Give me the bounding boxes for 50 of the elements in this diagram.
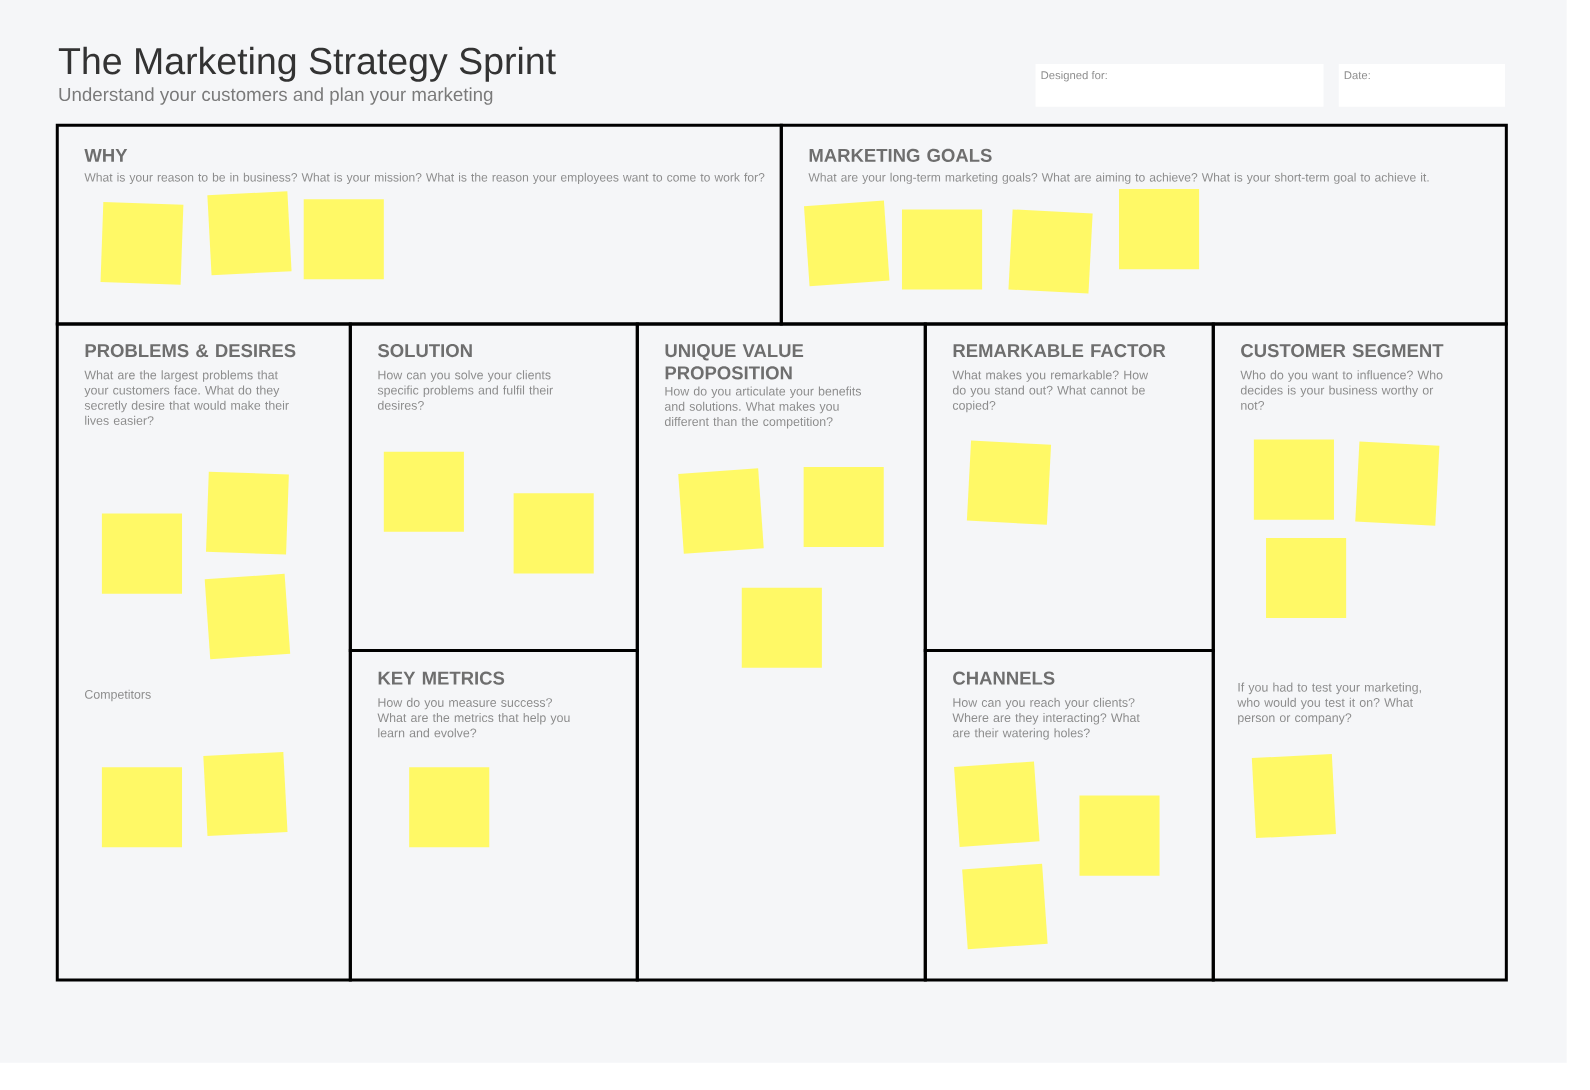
question-text: How do you articulate your benefits and solutions. What makes you different than the competition? bbox=[664, 386, 862, 429]
sticky-note bbox=[1253, 439, 1334, 520]
sticky-note bbox=[804, 200, 890, 287]
sticky-note bbox=[678, 468, 764, 554]
sticky-note bbox=[204, 573, 291, 660]
sticky-note bbox=[741, 587, 822, 668]
question-text: How do you measure success? What are the metrics that help you learn and evolve? bbox=[377, 697, 570, 738]
question-text: Who do you want to influence? Who decides is your business worthy or not? bbox=[1240, 370, 1443, 410]
sticky-note bbox=[383, 451, 464, 532]
sticky-note bbox=[101, 767, 182, 848]
sticky-note bbox=[206, 471, 289, 555]
section-heading: PROBLEMS & DESIRES bbox=[85, 344, 296, 358]
question-text: How can you reach your clients? Where are they interacting? What are their watering holes? bbox=[952, 697, 1140, 740]
sticky-note bbox=[101, 513, 182, 594]
sticky-note bbox=[803, 466, 884, 548]
sticky-note bbox=[100, 201, 184, 285]
question-text: If you had to test your marketing, who would you test it on? What person or company? bbox=[1237, 682, 1421, 725]
sticky-note bbox=[1008, 209, 1093, 294]
sticky-note bbox=[902, 209, 983, 290]
sticky-note bbox=[1355, 441, 1440, 526]
question-text: What are the largest problems that your customers face. What do they secretly desire that would make their lives easier? bbox=[84, 370, 289, 425]
sticky-note bbox=[513, 493, 594, 574]
sticky-note bbox=[207, 191, 292, 276]
sticky-note bbox=[1079, 795, 1160, 876]
subtitle: Understand your customers and plan your marketing bbox=[59, 87, 493, 105]
section-heading: WHY bbox=[84, 149, 128, 162]
question-text: What makes you remarkable? How do you stand out? What cannot be copied? bbox=[952, 370, 1149, 413]
column-label: Competitors bbox=[85, 689, 151, 702]
input-field: Designed for: bbox=[1035, 64, 1324, 107]
section-heading: REMARKABLE FACTOR bbox=[953, 344, 1166, 358]
section-heading: SOLUTION bbox=[377, 344, 472, 358]
section-heading: CHANNELS bbox=[953, 671, 1055, 685]
question-text: What is your reason to be in business? What is your mission? What is the reason your employees want to come to work for? bbox=[84, 172, 765, 184]
sticky-note bbox=[962, 863, 1048, 950]
section-heading: MARKETING GOALS bbox=[809, 148, 992, 162]
question-text: How can you solve your clients specific problems and fulfil their desires? bbox=[377, 370, 553, 410]
sticky-note bbox=[409, 767, 490, 848]
title: The Marketing Strategy Sprint bbox=[58, 46, 556, 82]
sticky-note bbox=[954, 761, 1040, 847]
sticky-note bbox=[303, 199, 384, 280]
section-heading: UNIQUE VALUE PROPOSITION bbox=[665, 344, 804, 380]
sticky-note bbox=[1119, 189, 1200, 270]
sticky-note bbox=[966, 440, 1052, 525]
question-text: What are your long-term marketing goals? What are aiming to achieve? What is your short-term goal to achieve it. bbox=[808, 172, 1429, 184]
section-heading: KEY METRICS bbox=[378, 671, 505, 685]
sticky-note bbox=[203, 751, 288, 837]
sticky-note bbox=[1251, 753, 1336, 839]
section-heading: CUSTOMER SEGMENT bbox=[1241, 344, 1444, 358]
sticky-note bbox=[1266, 537, 1347, 619]
input-field: Date: bbox=[1338, 64, 1506, 107]
